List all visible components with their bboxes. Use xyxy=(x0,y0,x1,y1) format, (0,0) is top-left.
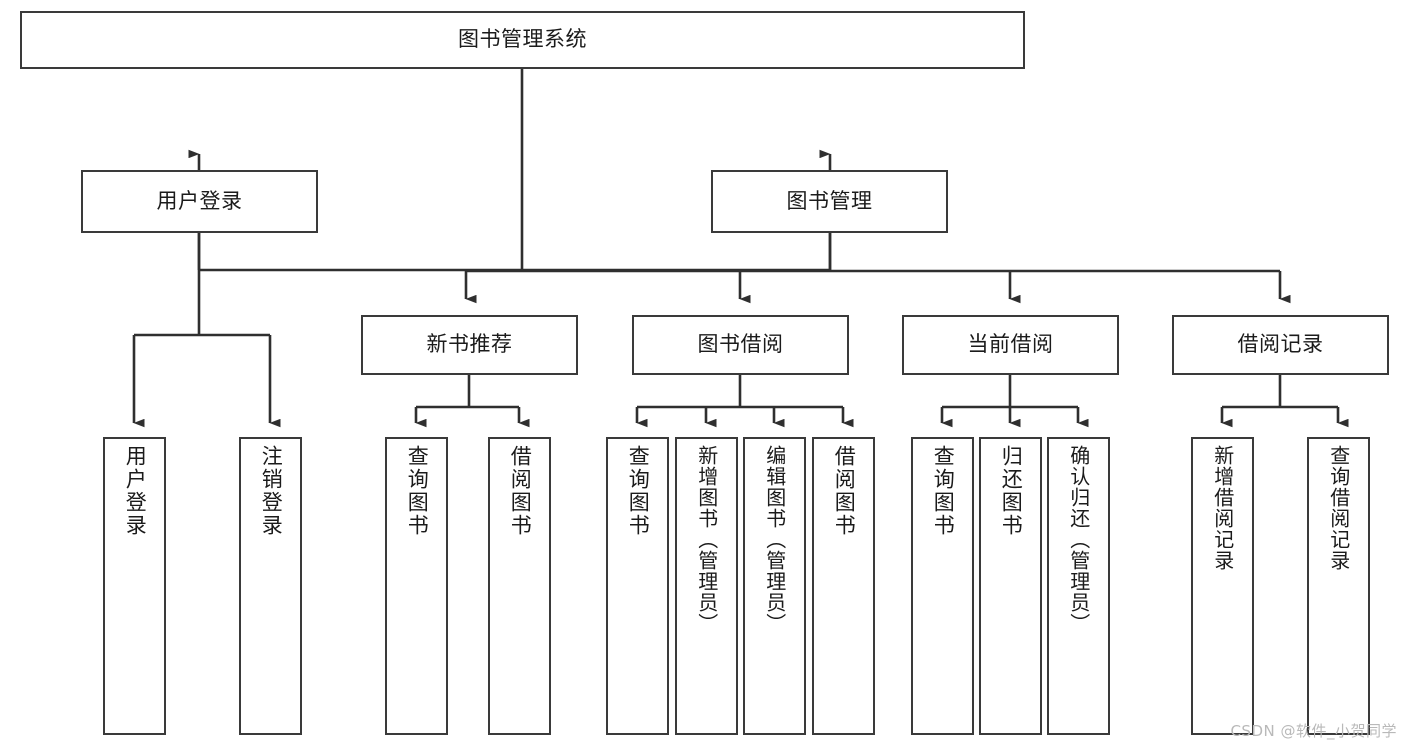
node-leaf-borrow-book-2-label: 借阅图书 xyxy=(832,445,857,537)
node-book-manage-label: 图书管理 xyxy=(786,188,873,213)
node-leaf-add-record[interactable]: 新增借阅记录 xyxy=(1191,437,1254,735)
node-leaf-query-record[interactable]: 查询借阅记录 xyxy=(1307,437,1370,735)
node-leaf-query-book-1-label: 查询图书 xyxy=(405,445,430,537)
node-new-book-rec-label: 新书推荐 xyxy=(426,332,513,357)
node-root[interactable]: 图书管理系统 xyxy=(20,11,1025,69)
node-root-label: 图书管理系统 xyxy=(458,27,587,52)
node-leaf-edit-book-label: 编辑图书（管理员） xyxy=(762,445,787,634)
node-leaf-user-login[interactable]: 用户登录 xyxy=(103,437,166,735)
node-book-manage[interactable]: 图书管理 xyxy=(711,170,948,233)
node-leaf-query-book-2-label: 查询图书 xyxy=(626,445,651,537)
node-leaf-query-book-3-label: 查询图书 xyxy=(931,445,956,537)
node-current-borrow-label: 当前借阅 xyxy=(967,332,1054,357)
node-leaf-return-book[interactable]: 归还图书 xyxy=(979,437,1042,735)
node-borrow-record[interactable]: 借阅记录 xyxy=(1172,315,1389,375)
node-leaf-return-book-label: 归还图书 xyxy=(999,445,1024,537)
node-book-borrow[interactable]: 图书借阅 xyxy=(632,315,849,375)
node-leaf-borrow-book-2[interactable]: 借阅图书 xyxy=(812,437,875,735)
node-new-book-rec[interactable]: 新书推荐 xyxy=(361,315,578,375)
node-leaf-add-record-label: 新增借阅记录 xyxy=(1210,445,1235,571)
node-user-login[interactable]: 用户登录 xyxy=(81,170,318,233)
node-leaf-query-book-2[interactable]: 查询图书 xyxy=(606,437,669,735)
node-leaf-edit-book[interactable]: 编辑图书（管理员） xyxy=(743,437,806,735)
node-leaf-user-login-label: 用户登录 xyxy=(123,445,148,537)
node-borrow-record-label: 借阅记录 xyxy=(1237,332,1324,357)
node-leaf-confirm-return-label: 确认归还（管理员） xyxy=(1066,445,1091,634)
node-leaf-borrow-book-1[interactable]: 借阅图书 xyxy=(488,437,551,735)
node-leaf-add-book[interactable]: 新增图书（管理员） xyxy=(675,437,738,735)
node-leaf-add-book-label: 新增图书（管理员） xyxy=(694,445,719,634)
node-user-login-label: 用户登录 xyxy=(156,188,243,213)
csdn-watermark: CSDN @软件_小贺同学 xyxy=(1230,722,1397,740)
node-leaf-user-logout-label: 注销登录 xyxy=(259,445,284,537)
node-leaf-confirm-return[interactable]: 确认归还（管理员） xyxy=(1047,437,1110,735)
node-leaf-query-book-1[interactable]: 查询图书 xyxy=(385,437,448,735)
node-leaf-user-logout[interactable]: 注销登录 xyxy=(239,437,302,735)
node-book-borrow-label: 图书借阅 xyxy=(697,332,784,357)
node-leaf-borrow-book-1-label: 借阅图书 xyxy=(508,445,533,537)
node-leaf-query-record-label: 查询借阅记录 xyxy=(1326,445,1351,571)
node-current-borrow[interactable]: 当前借阅 xyxy=(902,315,1119,375)
node-leaf-query-book-3[interactable]: 查询图书 xyxy=(911,437,974,735)
